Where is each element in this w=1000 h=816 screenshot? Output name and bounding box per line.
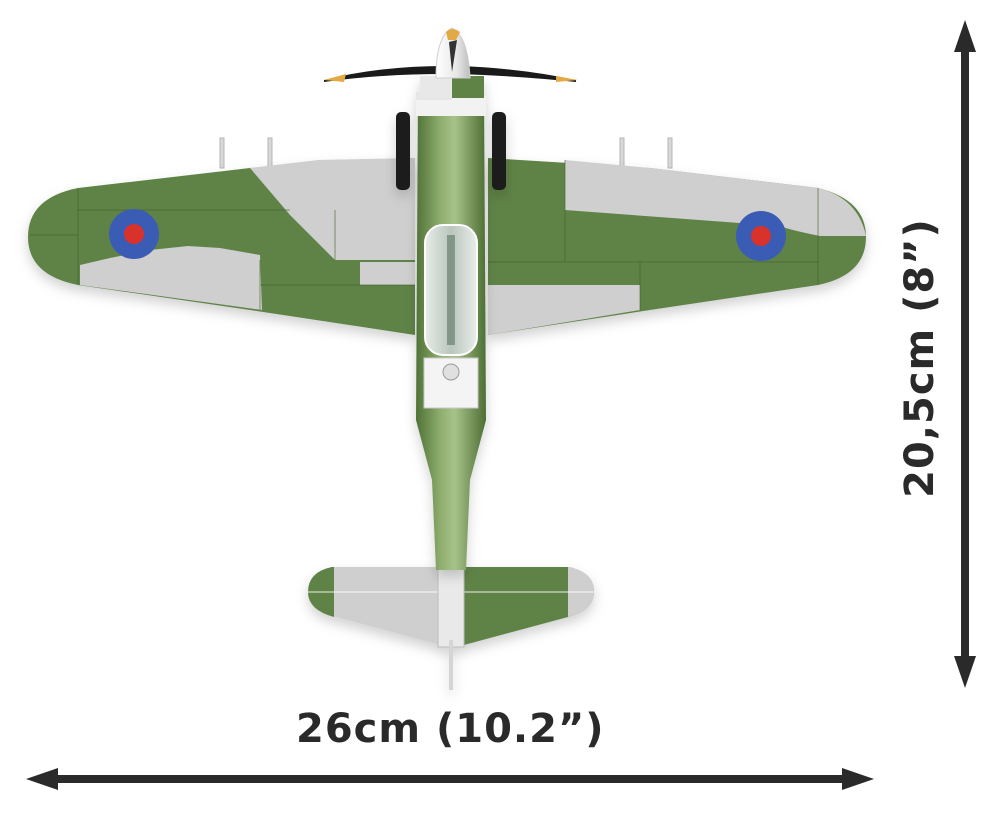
roundel-right: [736, 211, 786, 261]
height-dimension-label: 20,5cm (8”): [897, 218, 943, 498]
height-dimension-arrow: [954, 20, 976, 688]
left-wing: [28, 158, 415, 335]
wing-guns: [219, 137, 673, 169]
roundel-left: [109, 209, 159, 259]
exhaust-stacks: [396, 112, 506, 190]
width-dimension-label: 26cm (10.2”): [296, 706, 605, 752]
propeller: [324, 27, 578, 82]
right-wing: [488, 158, 866, 335]
fuselage: [396, 76, 506, 570]
width-dimension-arrow: [26, 768, 874, 790]
tail-plane: [308, 566, 594, 690]
